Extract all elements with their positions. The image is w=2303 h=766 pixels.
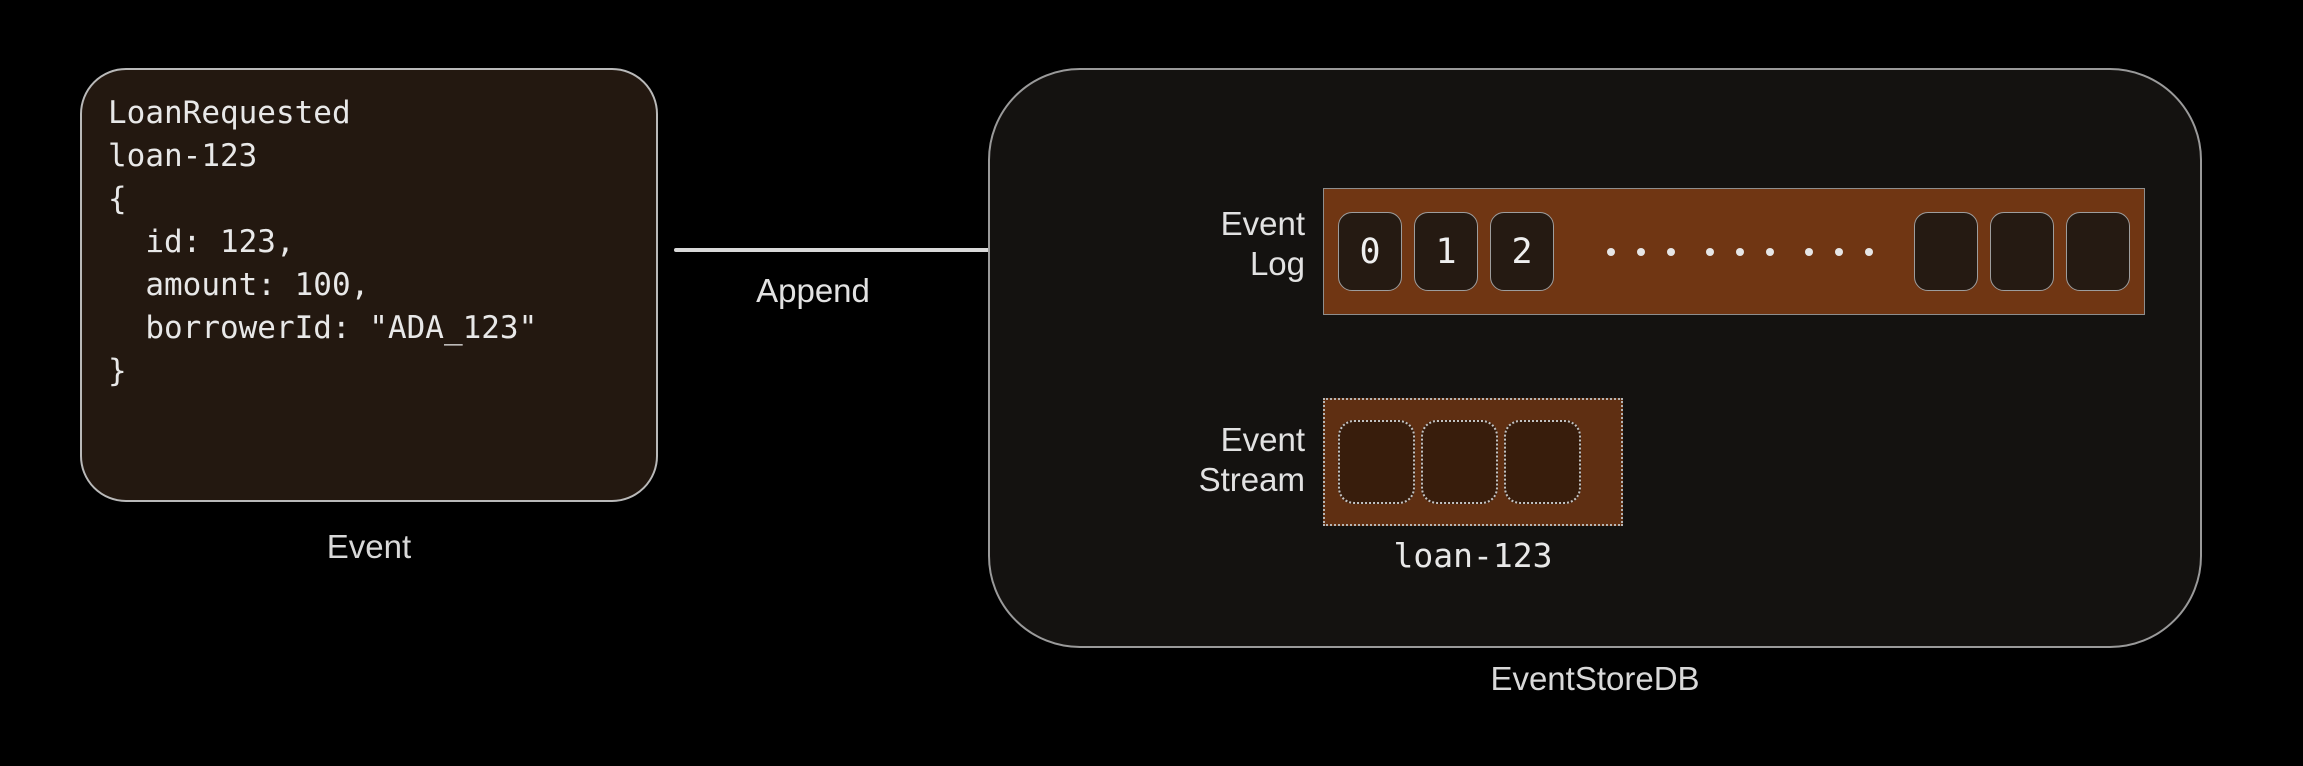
ellipsis-dot — [1706, 247, 1714, 256]
ellipsis-dot — [1607, 247, 1615, 256]
event-log-cell-empty — [1914, 212, 1978, 291]
eventstoredb-card — [988, 68, 2202, 648]
event-stream-bar — [1323, 398, 1623, 526]
event-log-cell-empty — [2066, 212, 2130, 291]
event-log-bar: 0 1 2 — [1323, 188, 2145, 315]
ellipsis-dot — [1736, 247, 1744, 256]
event-card: LoanRequested loan-123 { id: 123, amount… — [80, 68, 658, 502]
ellipsis-dot-group — [1706, 247, 1774, 256]
ellipsis-dot — [1637, 247, 1645, 256]
event-log-cell-empty — [1990, 212, 2054, 291]
ellipsis-dot-group — [1805, 247, 1873, 256]
event-log-cell: 2 — [1490, 212, 1554, 291]
event-log-cell: 1 — [1414, 212, 1478, 291]
ellipsis-dot — [1805, 247, 1813, 256]
eventstoredb-caption: EventStoreDB — [1490, 660, 1700, 697]
ellipsis-dot — [1835, 247, 1843, 256]
ellipsis-dot — [1865, 247, 1873, 256]
event-log-label: Event Log — [1220, 205, 1305, 282]
ellipsis-dot — [1667, 247, 1675, 256]
event-card-caption: Event — [326, 528, 412, 565]
ellipsis-dot — [1766, 247, 1774, 256]
event-log-cell: 0 — [1338, 212, 1402, 291]
event-log-ellipsis — [1566, 247, 1914, 256]
ellipsis-dot-group — [1607, 247, 1675, 256]
append-label: Append — [756, 272, 870, 309]
event-stream-label: Event Stream — [1198, 421, 1305, 498]
event-payload-code: LoanRequested loan-123 { id: 123, amount… — [108, 95, 538, 389]
event-stream-cell — [1421, 420, 1498, 504]
event-stream-cell — [1504, 420, 1581, 504]
event-stream-cell — [1338, 420, 1415, 504]
event-stream-name: loan-123 — [1393, 536, 1553, 575]
